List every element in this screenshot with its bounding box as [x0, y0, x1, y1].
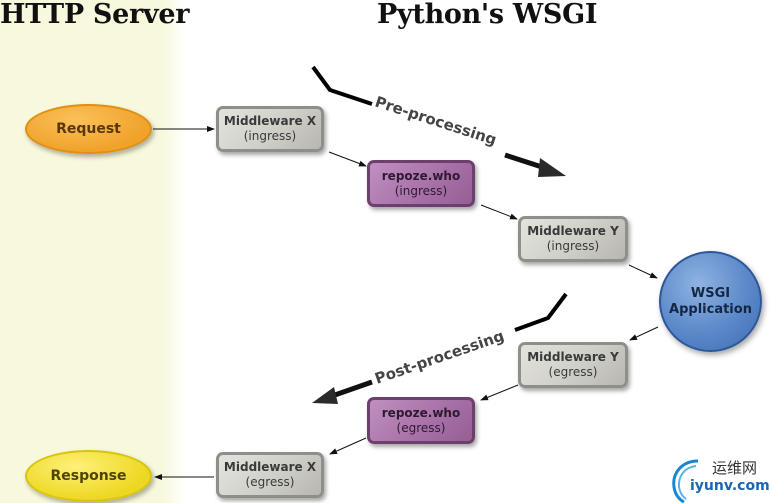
node-phase: (ingress)	[243, 129, 297, 143]
node-phase: (egress)	[245, 475, 295, 489]
node-title: Middleware X	[223, 460, 317, 474]
response-node: Response	[25, 450, 152, 502]
python-wsgi-heading: Python's WSGI	[377, 0, 598, 30]
arrow-mwx-to-repoze	[328, 151, 367, 167]
node-phase: (ingress)	[546, 239, 600, 253]
repoze-who-ingress-node: repoze.who (ingress)	[367, 160, 475, 207]
node-title: repoze.who	[381, 405, 461, 420]
http-server-region	[0, 0, 185, 503]
node-title: repoze.who	[381, 168, 461, 183]
arrow-repoze-to-mwy	[480, 204, 518, 220]
post-processing-arrow-tail	[331, 379, 373, 399]
pre-processing-arrow-tail	[504, 152, 546, 171]
post-processing-label: Post-processing	[372, 327, 506, 388]
request-node: Request	[25, 104, 152, 154]
node-phase: (egress)	[396, 420, 446, 435]
pre-processing-arrow	[311, 65, 373, 106]
pre-processing-label: Pre-processing	[373, 93, 499, 149]
node-phase: (egress)	[548, 365, 598, 379]
pre-processing-arrowhead	[538, 158, 566, 177]
post-processing-arrowhead	[312, 387, 338, 404]
middleware-y-ingress-node: Middleware Y (ingress)	[518, 216, 628, 262]
request-label: Request	[56, 121, 121, 137]
watermark-en: iyunv.com	[690, 478, 770, 494]
watermark-logo: 运维网 iyunv.com	[668, 455, 772, 503]
arrow-app-to-mwy	[629, 326, 659, 341]
application-line2: Application	[669, 301, 752, 317]
arrow-mwy-to-repoze	[480, 384, 519, 401]
node-phase: (ingress)	[394, 183, 448, 198]
node-title: Middleware Y	[527, 350, 619, 364]
swirl-logo-icon	[672, 459, 699, 503]
watermark-cn: 运维网	[712, 459, 758, 477]
http-server-heading: HTTP Server	[0, 0, 190, 30]
arrow-mwy-to-app	[628, 264, 658, 279]
response-label: Response	[50, 468, 127, 484]
post-processing-arrow	[514, 292, 568, 332]
middleware-x-ingress-node: Middleware X (ingress)	[216, 106, 324, 152]
wsgi-application-node: WSGI Application	[659, 251, 762, 352]
application-line1: WSGI	[690, 285, 731, 301]
middleware-x-egress-node: Middleware X (egress)	[216, 452, 324, 498]
node-title: Middleware Y	[527, 224, 619, 238]
arrow-repoze-to-mwx	[329, 437, 367, 455]
middleware-y-egress-node: Middleware Y (egress)	[518, 342, 628, 388]
repoze-who-egress-node: repoze.who (egress)	[367, 397, 475, 444]
node-title: Middleware X	[223, 114, 317, 128]
